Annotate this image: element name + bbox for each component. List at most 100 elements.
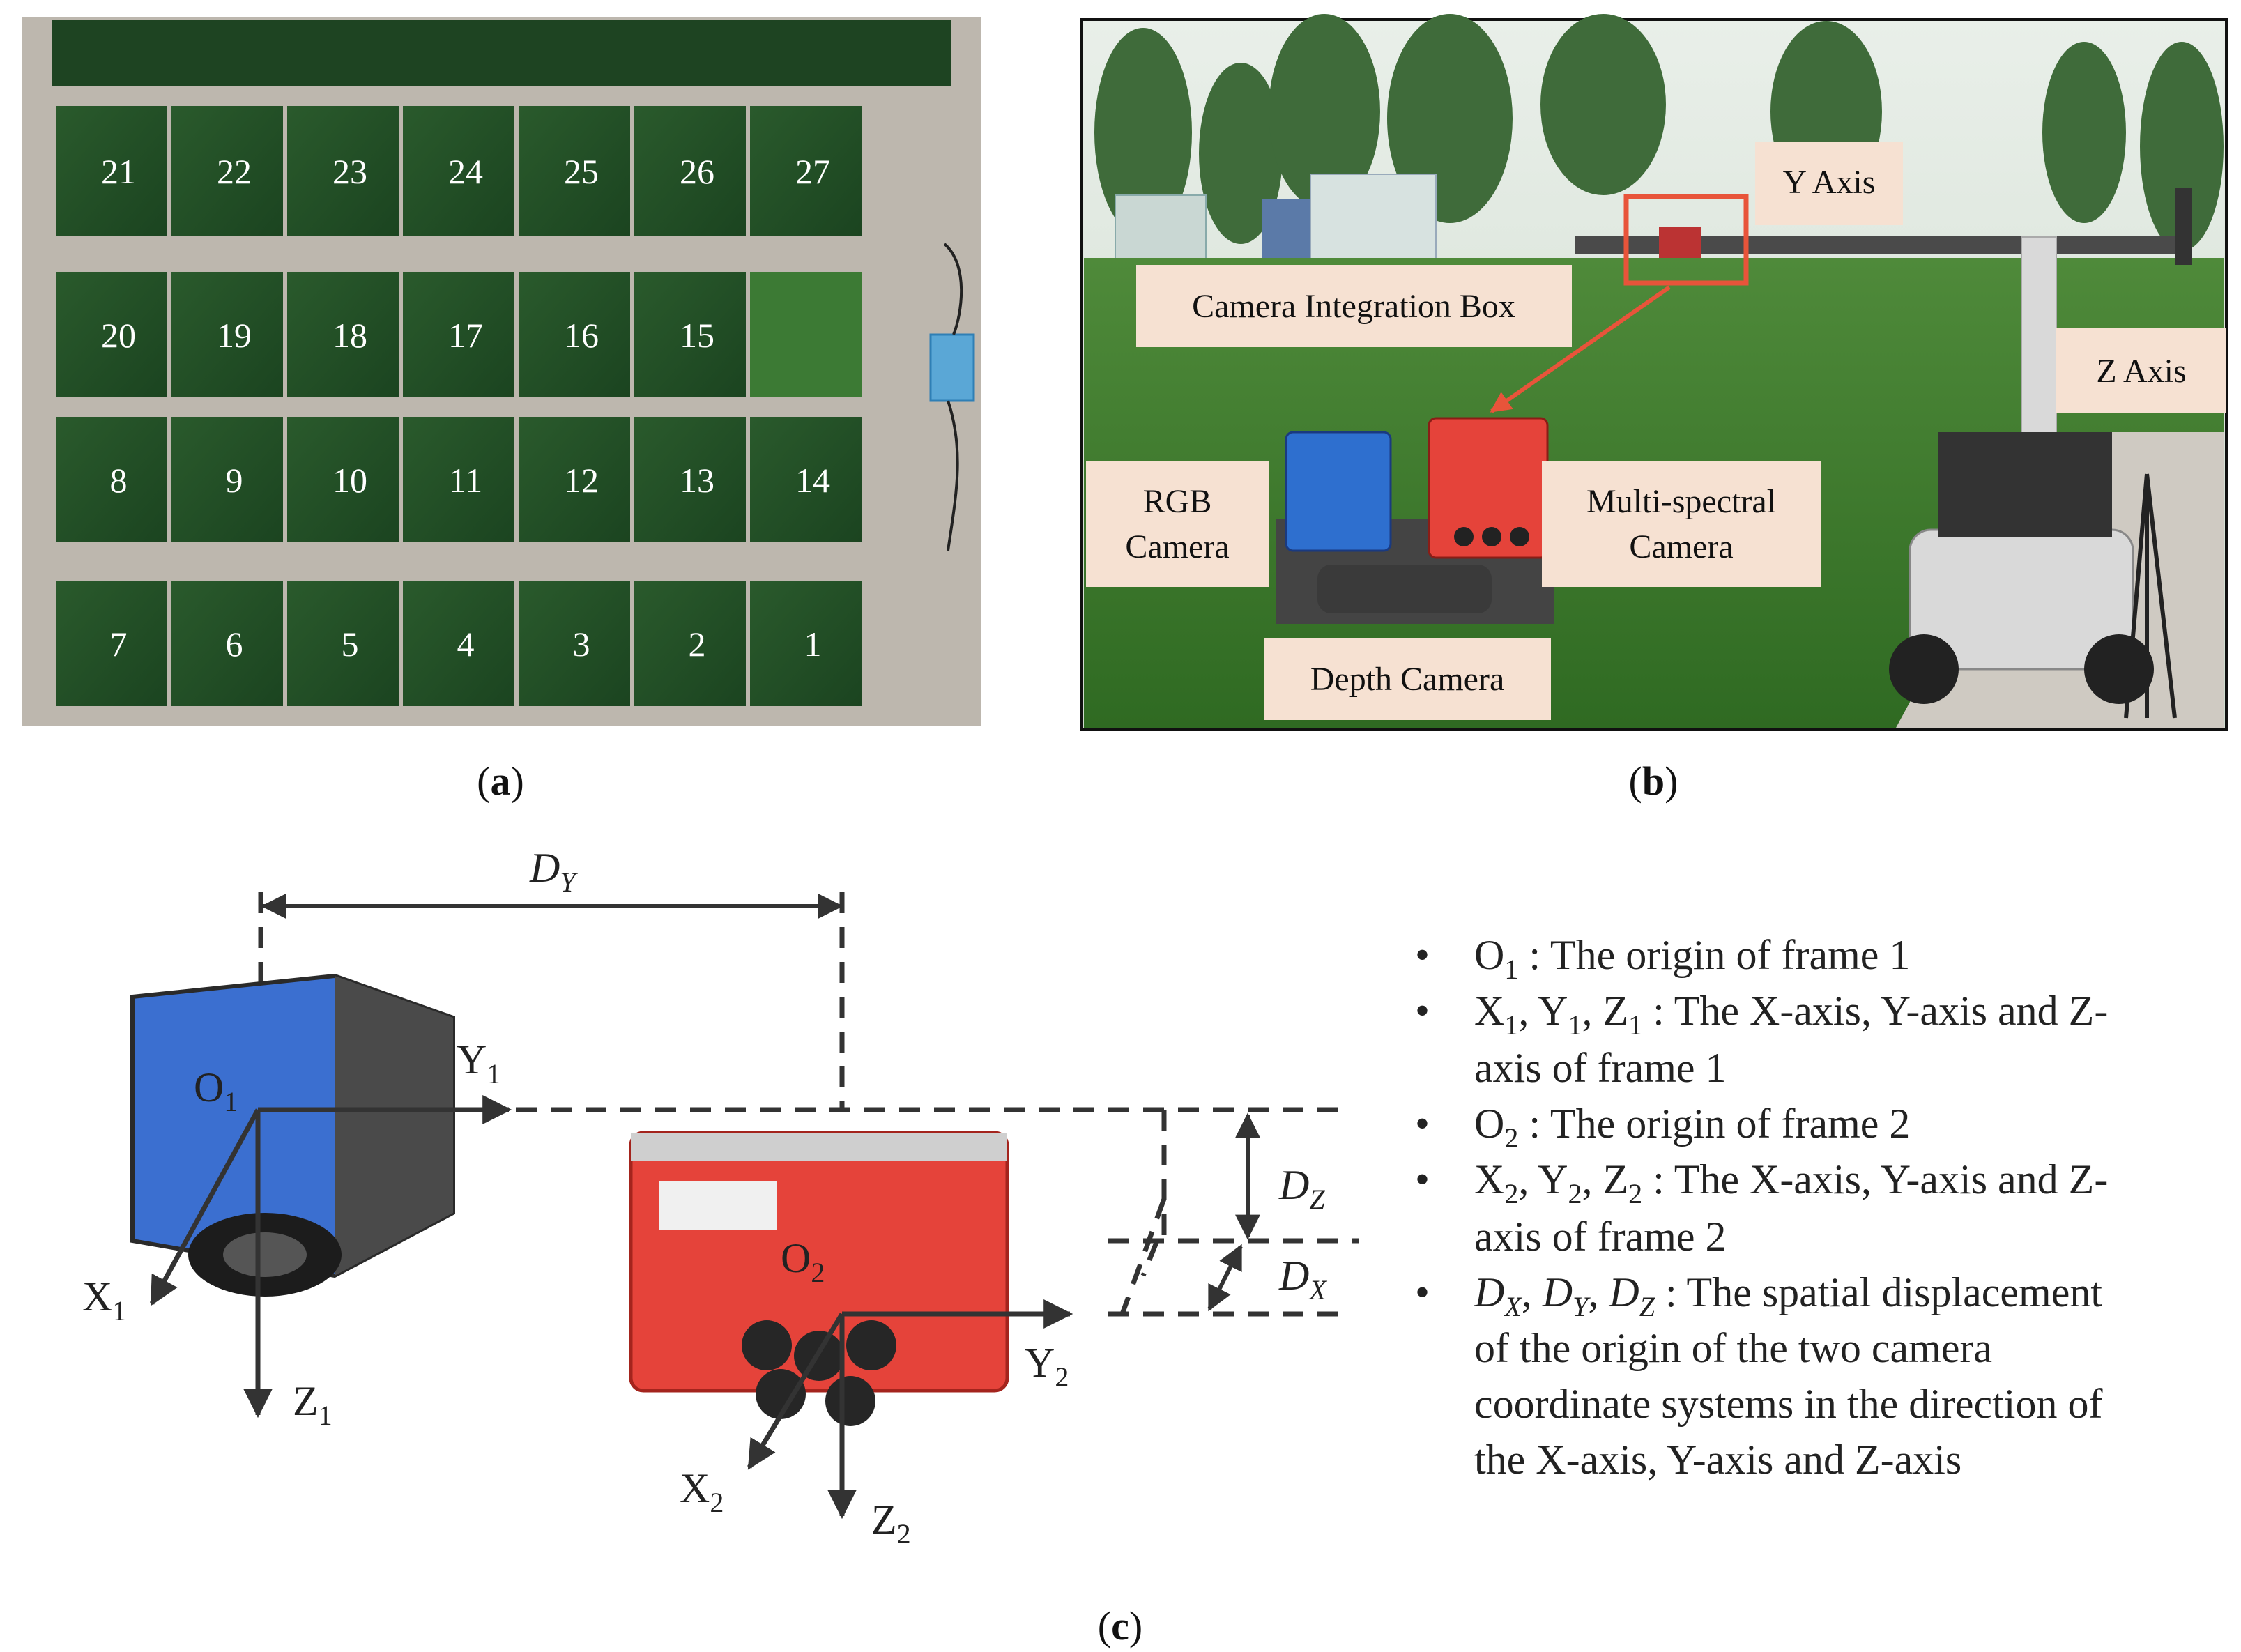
field-plot-unlabeled [750,272,862,397]
dz-label: DZ [1278,1162,1325,1215]
plot-number: 13 [680,461,714,500]
legend-item-4-cont: axis of frame 2 [1474,1214,1727,1260]
svg-text:Z Axis: Z Axis [2096,353,2186,390]
legend-item-4: X2, Y2, Z2 : The X-axis, Y-axis and Z- [1474,1156,2108,1209]
field-plot [287,106,399,236]
field-plot [634,106,746,236]
plot-number: 27 [795,152,830,191]
legend-bullet: • [1415,988,1430,1034]
legend-item-1: O1 : The origin of frame 1 [1474,932,1910,985]
dy-label: DY [529,845,578,898]
svg-text:Y Axis: Y Axis [1783,164,1876,201]
field-plot [634,581,746,706]
svg-text:Camera: Camera [1125,528,1229,565]
rgb-camera-photo [1285,431,1392,552]
legend-item-5-cont: the X-axis, Y-axis and Z-axis [1474,1437,1961,1483]
plot-number: 5 [342,625,359,664]
field-plot [171,106,283,236]
field-plot [171,417,283,542]
plot-number: 24 [448,152,483,191]
y1-label: Y1 [457,1037,500,1089]
svg-text:Camera Integration Box: Camera Integration Box [1192,288,1515,325]
z1-label: Z1 [293,1378,332,1431]
plot-number: 10 [332,461,367,500]
dx-label: DX [1278,1253,1327,1306]
field-plot [287,272,399,397]
y2-label: Y2 [1025,1340,1069,1393]
plot-number: 14 [795,461,830,500]
field-plot [171,581,283,706]
callout-depth-camera: Depth Camera [1264,638,1551,720]
plot-number: 17 [448,316,483,355]
camera-box-mini [1659,227,1701,258]
o2-label: O2 [781,1235,825,1288]
equipment-box [929,333,975,402]
callout-multispectral-camera: Multi-spectral Camera [1542,461,1821,587]
x1-label: X1 [82,1274,126,1326]
callout-camera-integration-box: Camera Integration Box [1136,265,1572,347]
greenhouse [1115,194,1207,266]
dx-dimension-arrow [1207,1244,1243,1312]
caption-b: (b) [1629,758,1678,804]
cable [947,400,959,551]
legend-bullet: • [1415,1156,1430,1202]
x2-axis [747,1313,844,1470]
caption-c: (c) [1098,1603,1142,1649]
caption-a: (a) [477,758,524,804]
plot-number: 15 [680,316,714,355]
wheel [1889,634,1959,704]
field-plot [750,106,862,236]
plot-number: 19 [217,316,252,355]
x1-axis [149,1108,261,1306]
field-plot [56,106,167,236]
svg-text:Depth Camera: Depth Camera [1310,661,1505,698]
field-plot [56,417,167,542]
displacement-guides [516,1107,1359,1317]
plot-number: 20 [101,316,136,355]
field-plot [519,417,630,542]
robot-laptop [1938,432,2112,537]
plot-number: 8 [110,461,128,500]
field-plot [519,106,630,236]
legend-item-5: DX, DY, DZ : The spatial displacement [1474,1269,2102,1322]
o1-label: O1 [194,1064,238,1117]
field-plot [403,417,514,542]
panel-c-diagram: DY O1 Y1 Z1 X1 [82,845,2108,1550]
top-strip [52,20,951,86]
plot-number: 23 [332,152,367,191]
legend-item-2: X1, Y1, Z1 : The X-axis, Y-axis and Z- [1474,988,2108,1041]
field-plot [171,272,283,397]
field-plot [56,581,167,706]
plot-number: 16 [564,316,599,355]
svg-text:RGB: RGB [1143,483,1212,520]
plot-number: 2 [689,625,706,664]
legend: • O1 : The origin of frame 1 • X1, Y1, Z… [1415,932,2108,1483]
plot-number: 22 [217,152,252,191]
rgb-camera-drawing [130,973,455,1297]
gantry-post [2021,236,2057,468]
field-plot [403,106,514,236]
legend-bullet: • [1415,1269,1430,1315]
field-plot [287,581,399,706]
field-plot [519,581,630,706]
plot-number: 3 [573,625,590,664]
cable [943,243,963,335]
field-plot [287,417,399,542]
callout-arrow [1490,285,1671,413]
z2-label: Z2 [871,1497,911,1550]
x2-label: X2 [680,1465,724,1518]
depth-camera-photo [1317,565,1492,613]
legend-item-3: O2 : The origin of frame 2 [1474,1101,1910,1154]
svg-text:Multi-spectral: Multi-spectral [1586,483,1776,520]
greenhouse [1310,174,1437,266]
callout-y-axis: Y Axis [1755,142,1903,225]
plot-number: 26 [680,152,714,191]
plot-number: 6 [226,625,243,664]
field-plot [56,272,167,397]
camera-box-highlight [1623,194,1749,286]
plot-number: 25 [564,152,599,191]
field-plot [750,417,862,542]
field-plot [403,581,514,706]
